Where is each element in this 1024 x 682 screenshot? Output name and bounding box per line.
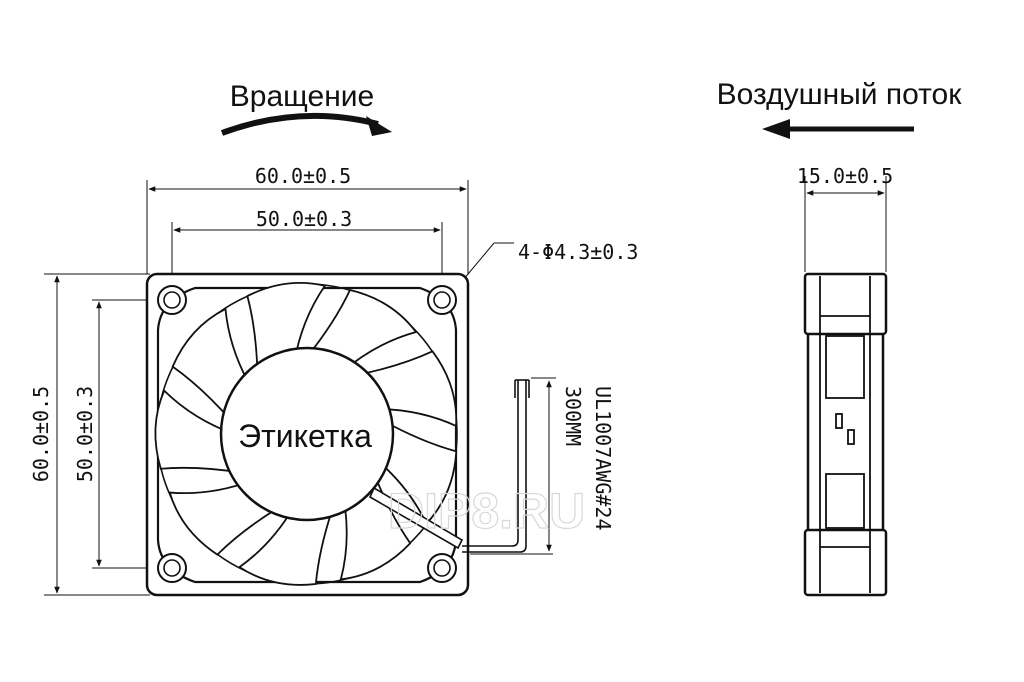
- airflow-label: Воздушный поток: [717, 78, 963, 111]
- hole-spacing-height-text: 50.0±0.3: [73, 386, 97, 482]
- mounting-hole-bottom-right: [427, 553, 457, 583]
- wire-length-dimension: [470, 377, 556, 555]
- hole-spacing-width-text: 50.0±0.3: [256, 207, 352, 231]
- rotation-arrow: [220, 112, 379, 136]
- fan-hub: [219, 346, 395, 522]
- rotation-arrow-head: [366, 116, 392, 136]
- overall-height-text: 60.0±0.5: [29, 386, 53, 482]
- fan-blade: [154, 389, 242, 474]
- fan-front-view: Этикетка: [145, 272, 470, 597]
- fan-blade: [246, 282, 327, 377]
- mounting-holes-text: 4-Φ4.3±0.3: [518, 240, 638, 264]
- fan-frame-opening: [156, 286, 458, 584]
- watermark: DIP8.RU: [388, 483, 585, 539]
- hole-spacing-width-dimension: 50.0±0.3: [171, 207, 443, 290]
- overall-height-dimension: 60.0±0.5: [29, 273, 150, 596]
- fan-blade: [373, 419, 458, 526]
- mounting-hole-top-right: [427, 285, 457, 315]
- wire-spec-text: UL1007AWG#24: [591, 386, 615, 531]
- thickness-dimension: 15.0±0.5: [797, 164, 893, 272]
- mounting-hole-bottom-left: [157, 553, 187, 583]
- overall-width-text: 60.0±0.5: [255, 164, 351, 188]
- fan-side-view-details: [819, 276, 871, 593]
- overall-width-dimension: 60.0±0.5: [146, 164, 469, 274]
- mounting-holes-callout: 4-Φ4.3±0.3: [457, 240, 638, 287]
- fan-wires: [462, 379, 530, 553]
- fan-wire-strut: [368, 486, 464, 550]
- airflow-arrow-head: [762, 119, 790, 139]
- wire-length-text: 300MM: [561, 386, 585, 446]
- rotation-label: Вращение: [230, 80, 374, 113]
- thickness-text: 15.0±0.5: [797, 164, 893, 188]
- hub-label: Этикетка: [238, 418, 372, 454]
- fan-blade: [237, 503, 335, 586]
- mounting-hole-top-left: [157, 285, 187, 315]
